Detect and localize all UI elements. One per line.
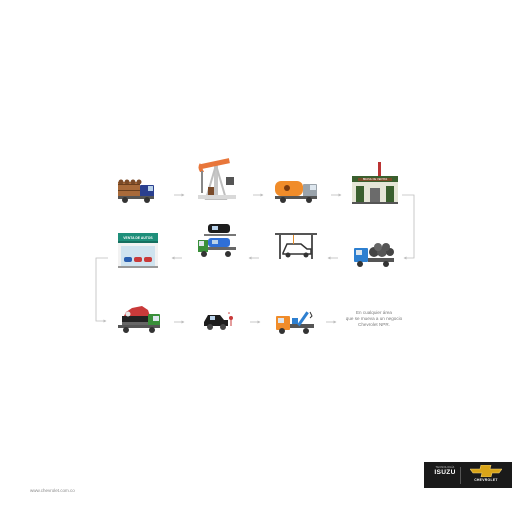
chevrolet-wordmark: CHEVROLET bbox=[474, 478, 498, 482]
connector-right bbox=[402, 194, 415, 260]
flatbed-steel-truck-icon bbox=[354, 243, 394, 267]
closing-caption-line: Chevrolet NPR. bbox=[358, 322, 390, 327]
car-carrier-truck-icon bbox=[198, 224, 236, 257]
factory-sign-text: BRASIL DE VENTAS bbox=[363, 177, 388, 181]
dealership-icon bbox=[118, 233, 158, 268]
chevrolet-bowtie-icon bbox=[470, 465, 502, 477]
closing-caption-line: que se mueva a un negocio bbox=[345, 316, 403, 321]
isuzu-tagline: TECNOLOGÍA bbox=[435, 466, 455, 469]
isuzu-logo: TECNOLOGÍA ISUZU bbox=[432, 466, 458, 476]
closing-caption: En cualquier área que se mueva a un nego… bbox=[342, 310, 406, 328]
oil-pumpjack-icon bbox=[198, 158, 236, 200]
fuel-tanker-truck-icon bbox=[275, 181, 317, 203]
brand-divider bbox=[460, 467, 461, 484]
tow-truck-icon bbox=[276, 311, 314, 334]
cattle-truck-icon bbox=[118, 179, 154, 203]
wrecked-car-truck-icon bbox=[118, 306, 160, 333]
connector-left bbox=[95, 257, 108, 323]
car-frame-assembly-icon bbox=[275, 233, 317, 259]
factory-icon bbox=[352, 162, 398, 204]
car-with-pin-icon bbox=[204, 312, 233, 330]
closing-caption-line: En cualquier área bbox=[355, 310, 392, 315]
isuzu-wordmark: ISUZU bbox=[434, 469, 456, 476]
brand-bar bbox=[424, 462, 512, 488]
footer-url[interactable]: www.chevrolet.com.co bbox=[30, 488, 75, 493]
dealership-sign-text: VENTA DE AUTOS bbox=[123, 236, 153, 240]
